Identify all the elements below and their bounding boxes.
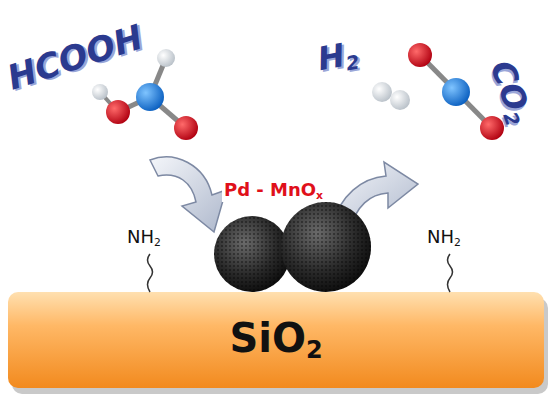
carbon-dioxide-molecule — [408, 43, 504, 140]
product-label: H2 — [315, 37, 361, 78]
reactant-label: HCOOH — [3, 19, 146, 94]
hydrogen-molecule — [372, 82, 410, 110]
amine-group-label: NH2 — [127, 228, 161, 248]
linker-chain — [148, 254, 153, 292]
amine-group-label: NH2 — [427, 228, 461, 248]
reaction-arrow — [150, 157, 226, 232]
support-label: SiO2 — [229, 318, 322, 362]
linker-chain — [448, 254, 453, 292]
pd-mnox-nanoparticle — [214, 202, 371, 292]
support-band: SiO2 — [8, 292, 544, 388]
catalyst-label: Pd - MnOx — [222, 180, 325, 202]
silica-slab — [8, 292, 544, 388]
